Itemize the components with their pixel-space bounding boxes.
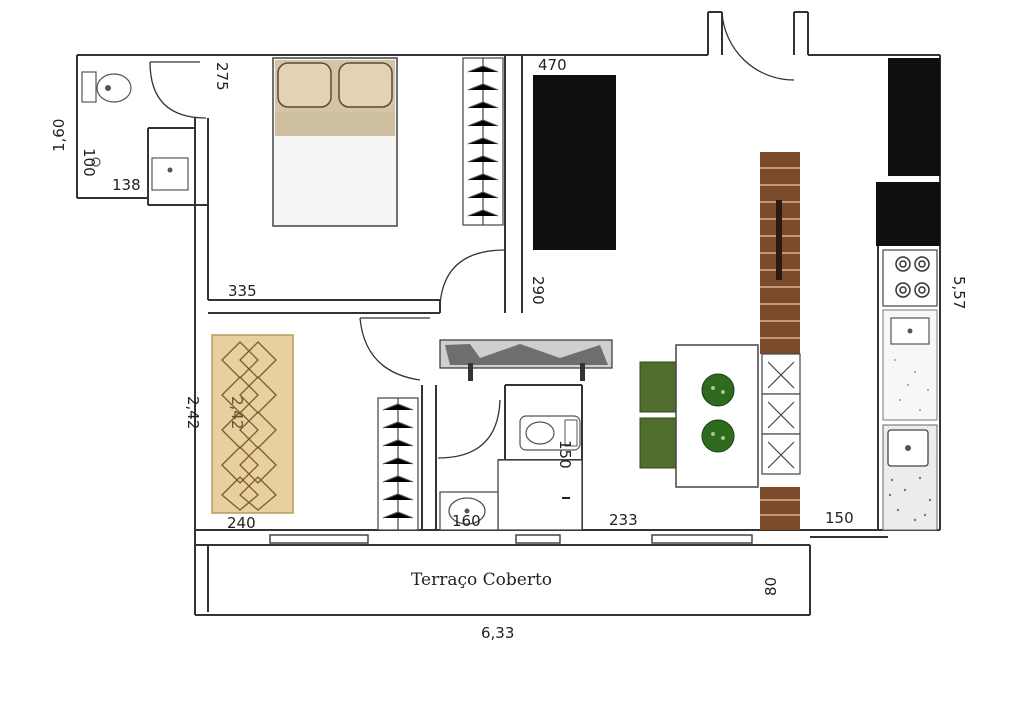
plant-icon (701, 373, 735, 453)
kitchen-upper-cabinets-icon (876, 58, 940, 246)
kitchen-sink-icon (882, 309, 938, 421)
wood-shelf-icon (760, 152, 800, 530)
dim-closet-top: 470 (538, 56, 567, 74)
dim-bath-sink: 160 (452, 512, 481, 530)
living-closet-hangers (382, 403, 414, 519)
dim-total-width: 6,33 (481, 624, 515, 642)
wc-toilet-icon (81, 71, 132, 103)
dining-table-icon (675, 344, 759, 488)
dim-bedroom-width: 335 (228, 282, 257, 300)
sofa-icon (211, 334, 294, 514)
doors (149, 11, 795, 459)
wc-sink-icon (151, 157, 189, 191)
wine-rack-icon (761, 353, 801, 475)
sofa-label: 2,42 (228, 396, 246, 430)
dining-chairs-icon (639, 361, 677, 469)
dim-hall-length: 290 (529, 276, 547, 305)
tv-panel-icon (533, 75, 616, 250)
dim-kitchen-length: 5,57 (950, 276, 968, 310)
bed-icon (272, 57, 398, 227)
terrace-label: Terraço Coberto (411, 570, 553, 590)
windows (269, 534, 753, 544)
laundry-tank-icon (882, 424, 938, 531)
dim-right-width: 150 (825, 509, 854, 527)
dim-wc-width: 138 (112, 176, 141, 194)
dim-bath-fixture: 150 (556, 440, 574, 469)
hall-bench-icon (439, 339, 613, 381)
dim-center-width: 233 (609, 511, 638, 529)
bath-sink-icon (439, 491, 499, 531)
cooktop-icon (882, 249, 938, 307)
dim-wc-height: 1,60 (50, 118, 68, 152)
bath-toilet-icon (519, 415, 581, 451)
bedroom-closet-hangers (467, 65, 499, 217)
dim-living-height: 2,42 (184, 396, 202, 430)
wc-drain-icon (91, 157, 101, 167)
dim-living-width: 240 (227, 514, 256, 532)
dim-terrace-depth: 80 (762, 576, 780, 596)
bath-shower-icon (497, 459, 583, 531)
dim-wc-door: 275 (213, 62, 231, 91)
dim-wc-fixture: 100 (80, 148, 98, 177)
